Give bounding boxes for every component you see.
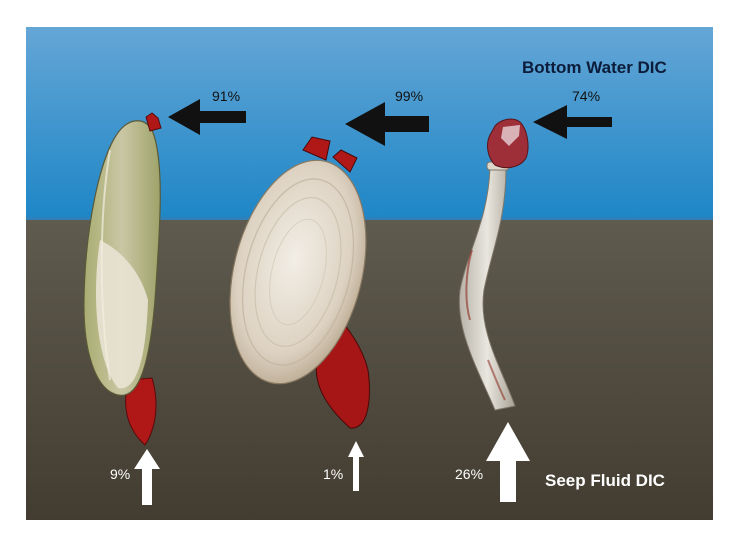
bottom-water-dic-label: Bottom Water DIC: [522, 58, 667, 77]
seep-fluid-arrow-clam1: [134, 449, 160, 505]
tubeworm-bottom-water-pct: 74%: [572, 88, 600, 104]
tubeworm-plume-highlight: [501, 125, 520, 146]
clam2-growth-ring-3: [269, 218, 327, 326]
seep-fluid-dic-label: Seep Fluid DIC: [545, 471, 665, 490]
clam2-siphon-right: [332, 149, 358, 173]
clam1-bottom-water-pct: 91%: [212, 88, 240, 104]
clam2-seep-fluid-pct: 1%: [323, 466, 343, 482]
tubeworm-tube-stain-1: [465, 249, 473, 321]
clam1-siphon: [145, 112, 162, 132]
tubeworm-tube-stain-2: [487, 359, 506, 401]
clam2-bottom-water-pct: 99%: [395, 88, 423, 104]
bottom-water-arrow-clam1: [168, 99, 246, 135]
clam2-siphon-left: [302, 136, 331, 161]
elongate-clam: [83, 112, 162, 446]
tubeworm-seep-fluid-pct: 26%: [455, 466, 483, 482]
seep-fluid-arrow-tubeworm: [486, 422, 530, 502]
clam1-shell-pale: [95, 240, 148, 389]
clam2-shell: [229, 159, 367, 385]
clam2-growth-ring-2: [254, 197, 342, 347]
bottom-water-arrow-tubeworm: [533, 105, 612, 139]
bottom-water-arrow-clam2: [345, 102, 429, 146]
clam1-shell-ridge: [100, 149, 111, 381]
water-sediment-boundary: [26, 217, 713, 220]
clam1-foot: [125, 377, 157, 446]
tubeworm: [458, 118, 529, 411]
clam2-growth-ring-1: [241, 178, 355, 366]
round-clam: [229, 136, 370, 429]
clam1-seep-fluid-pct: 9%: [110, 466, 130, 482]
seep-fluid-arrow-clam2: [348, 441, 364, 491]
